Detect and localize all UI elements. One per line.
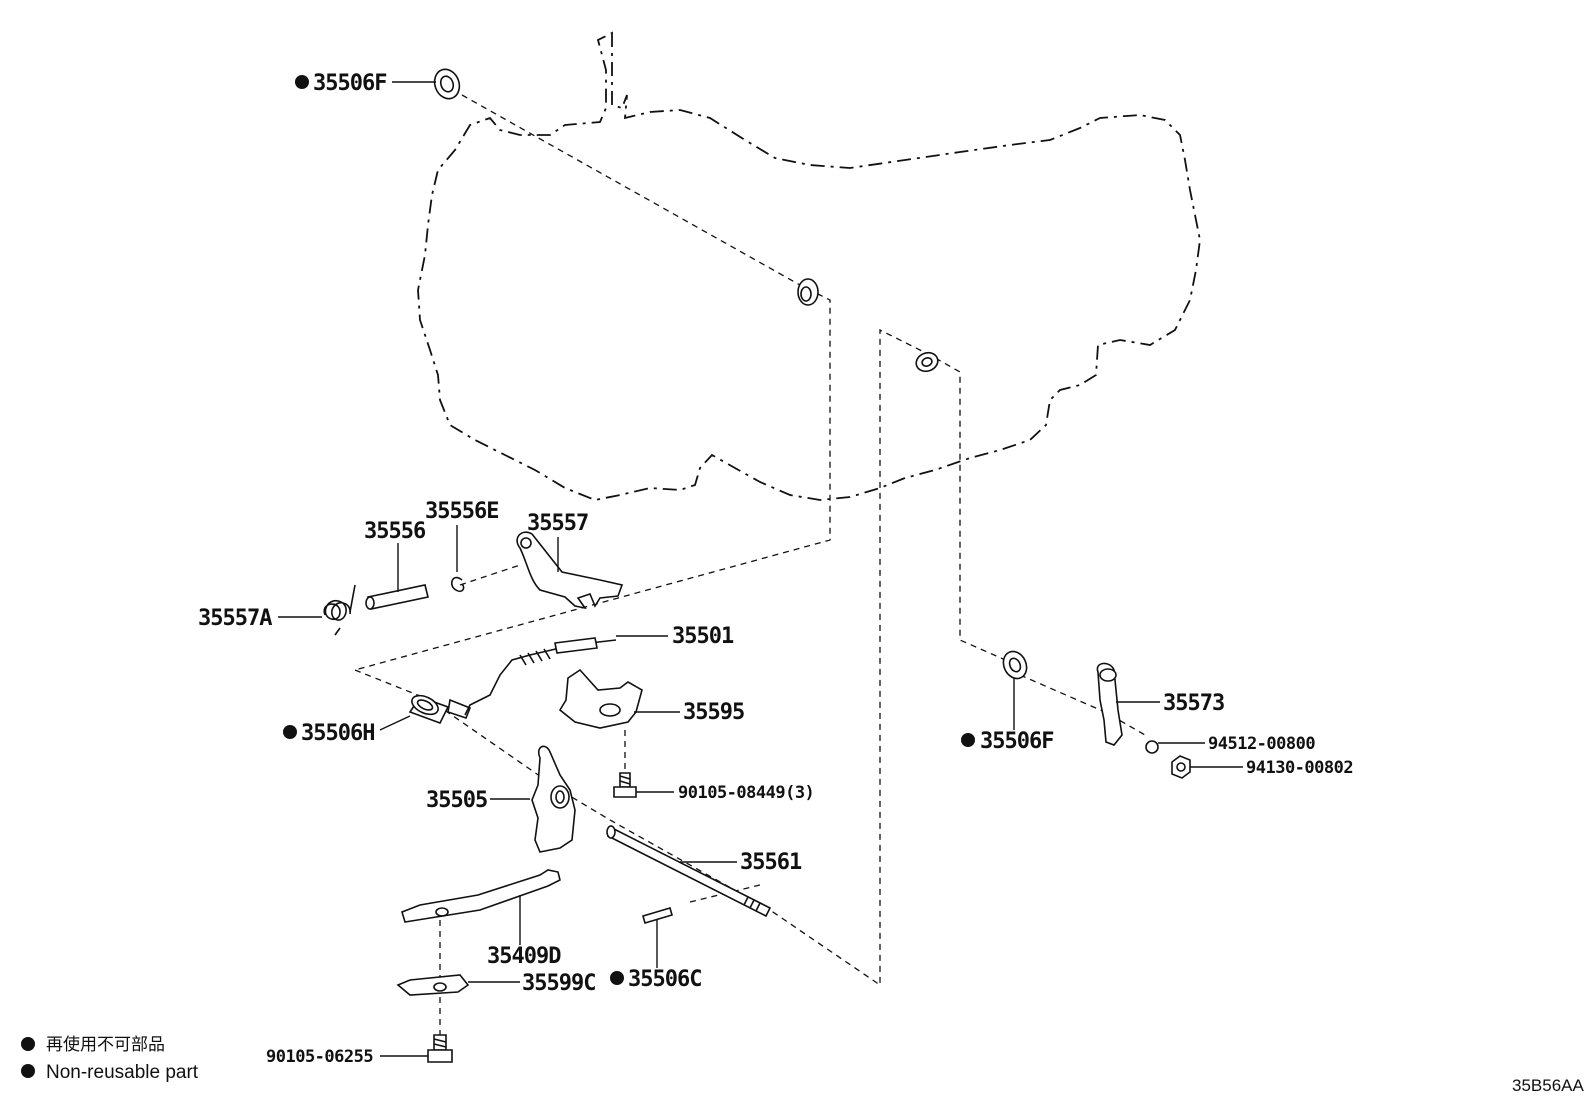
label-35557A: 35557A	[198, 606, 272, 631]
bolt-90105-06255	[427, 1034, 453, 1063]
label-35506C: 35506C	[628, 967, 701, 992]
leader-35506H	[379, 715, 411, 731]
lever-35505	[531, 745, 576, 853]
label-35573: 35573	[1163, 691, 1224, 716]
label-35501: 35501	[672, 624, 734, 649]
lever-35573	[1096, 662, 1123, 746]
label-35556E: 35556E	[425, 499, 498, 524]
nut-94130-00802	[1171, 755, 1191, 779]
oil-seal-35506F-top	[433, 68, 461, 100]
legend-japanese: 再使用不可部品	[46, 1034, 165, 1055]
bracket-35595	[558, 668, 643, 729]
filled-circle-icon	[961, 733, 975, 747]
label-90105-06255: 90105-06255	[266, 1047, 373, 1067]
assembly-line-seal-top	[354, 94, 831, 671]
pin-35506C	[642, 907, 673, 924]
filled-circle-icon	[610, 971, 624, 985]
lever-35557	[516, 531, 624, 610]
bushing-35506H	[408, 694, 450, 724]
spring-35557A	[323, 584, 356, 636]
filled-circle-icon	[283, 725, 297, 739]
oil-seal-35506F-right	[1002, 650, 1028, 680]
shaft-35561	[606, 825, 772, 918]
assembly-line-right	[1019, 674, 1146, 736]
assembly-line-shaft	[354, 328, 1011, 987]
label-35556: 35556	[364, 519, 426, 544]
label-35409D: 35409D	[487, 944, 561, 969]
cable-35501	[447, 637, 617, 719]
filled-circle-icon	[295, 75, 309, 89]
filled-circle-icon	[21, 1064, 35, 1078]
label-90105-08449: 90105-08449(3)	[678, 783, 814, 803]
case-hole-right	[915, 351, 939, 373]
assembly-line-spring	[459, 564, 521, 586]
spring-plate-35409D	[401, 869, 561, 923]
label-35506F-top: 35506F	[313, 71, 386, 96]
plate-35599C	[396, 974, 470, 996]
pin-35556	[365, 584, 429, 610]
washer-94512-00800	[1145, 740, 1159, 754]
figure-code: 35B56AA	[1512, 1076, 1584, 1095]
label-35506F-right: 35506F	[980, 729, 1053, 754]
label-35506H: 35506H	[301, 721, 374, 746]
label-35599C: 35599C	[522, 971, 595, 996]
filled-circle-icon	[21, 1037, 35, 1051]
transmission-case-outline	[417, 31, 1201, 501]
label-35561: 35561	[740, 850, 802, 875]
label-35595: 35595	[683, 700, 744, 725]
label-35505: 35505	[426, 788, 487, 813]
label-94512-00800: 94512-00800	[1208, 734, 1315, 754]
case-hole-left	[797, 278, 819, 306]
bolt-90105-08449	[613, 772, 637, 798]
legend-english: Non-reusable part	[46, 1062, 199, 1083]
e-ring-35556E	[450, 576, 465, 593]
label-35557: 35557	[527, 511, 588, 536]
label-94130-00802: 94130-00802	[1246, 758, 1353, 778]
